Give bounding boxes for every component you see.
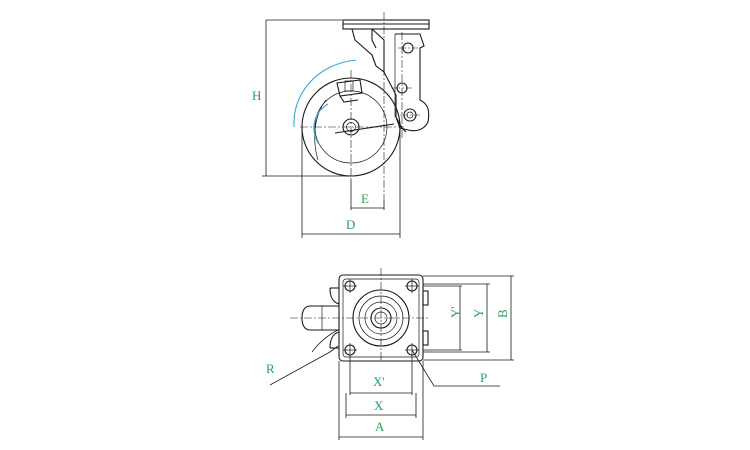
fork-top-upper	[329, 287, 340, 305]
P-leader	[411, 349, 500, 387]
label-X-prime: X'	[373, 374, 385, 389]
fork-outline	[352, 28, 407, 133]
R-leader	[269, 345, 339, 386]
label-P: P	[480, 370, 487, 385]
swivel-arc-inner	[313, 103, 329, 144]
label-Y-prime: Y'	[448, 306, 463, 318]
swivel-arc	[293, 59, 357, 128]
fork-inner	[351, 28, 385, 73]
label-Y: Y	[471, 308, 486, 318]
fork-leg-upper	[336, 79, 363, 97]
fork-top-lower	[329, 331, 340, 349]
label-D: D	[346, 217, 355, 232]
label-X: X	[374, 398, 384, 413]
brake-arm	[334, 123, 395, 134]
label-H: H	[252, 88, 261, 103]
fork-leg-lower	[339, 95, 359, 103]
top-view: R P X' X A Y' Y B	[266, 268, 514, 440]
label-B: B	[495, 309, 510, 318]
fork-slot	[344, 80, 354, 92]
side-view: H E D	[252, 12, 430, 238]
brake-tab-upper	[422, 290, 429, 306]
fork-edge	[371, 29, 377, 49]
wheel-inner-arc	[314, 99, 327, 161]
label-E: E	[361, 191, 369, 206]
brake-housing	[395, 33, 430, 132]
label-A: A	[375, 419, 385, 434]
label-R: R	[266, 361, 275, 376]
R-arc	[311, 329, 339, 353]
brake-tab-lower	[422, 330, 429, 346]
